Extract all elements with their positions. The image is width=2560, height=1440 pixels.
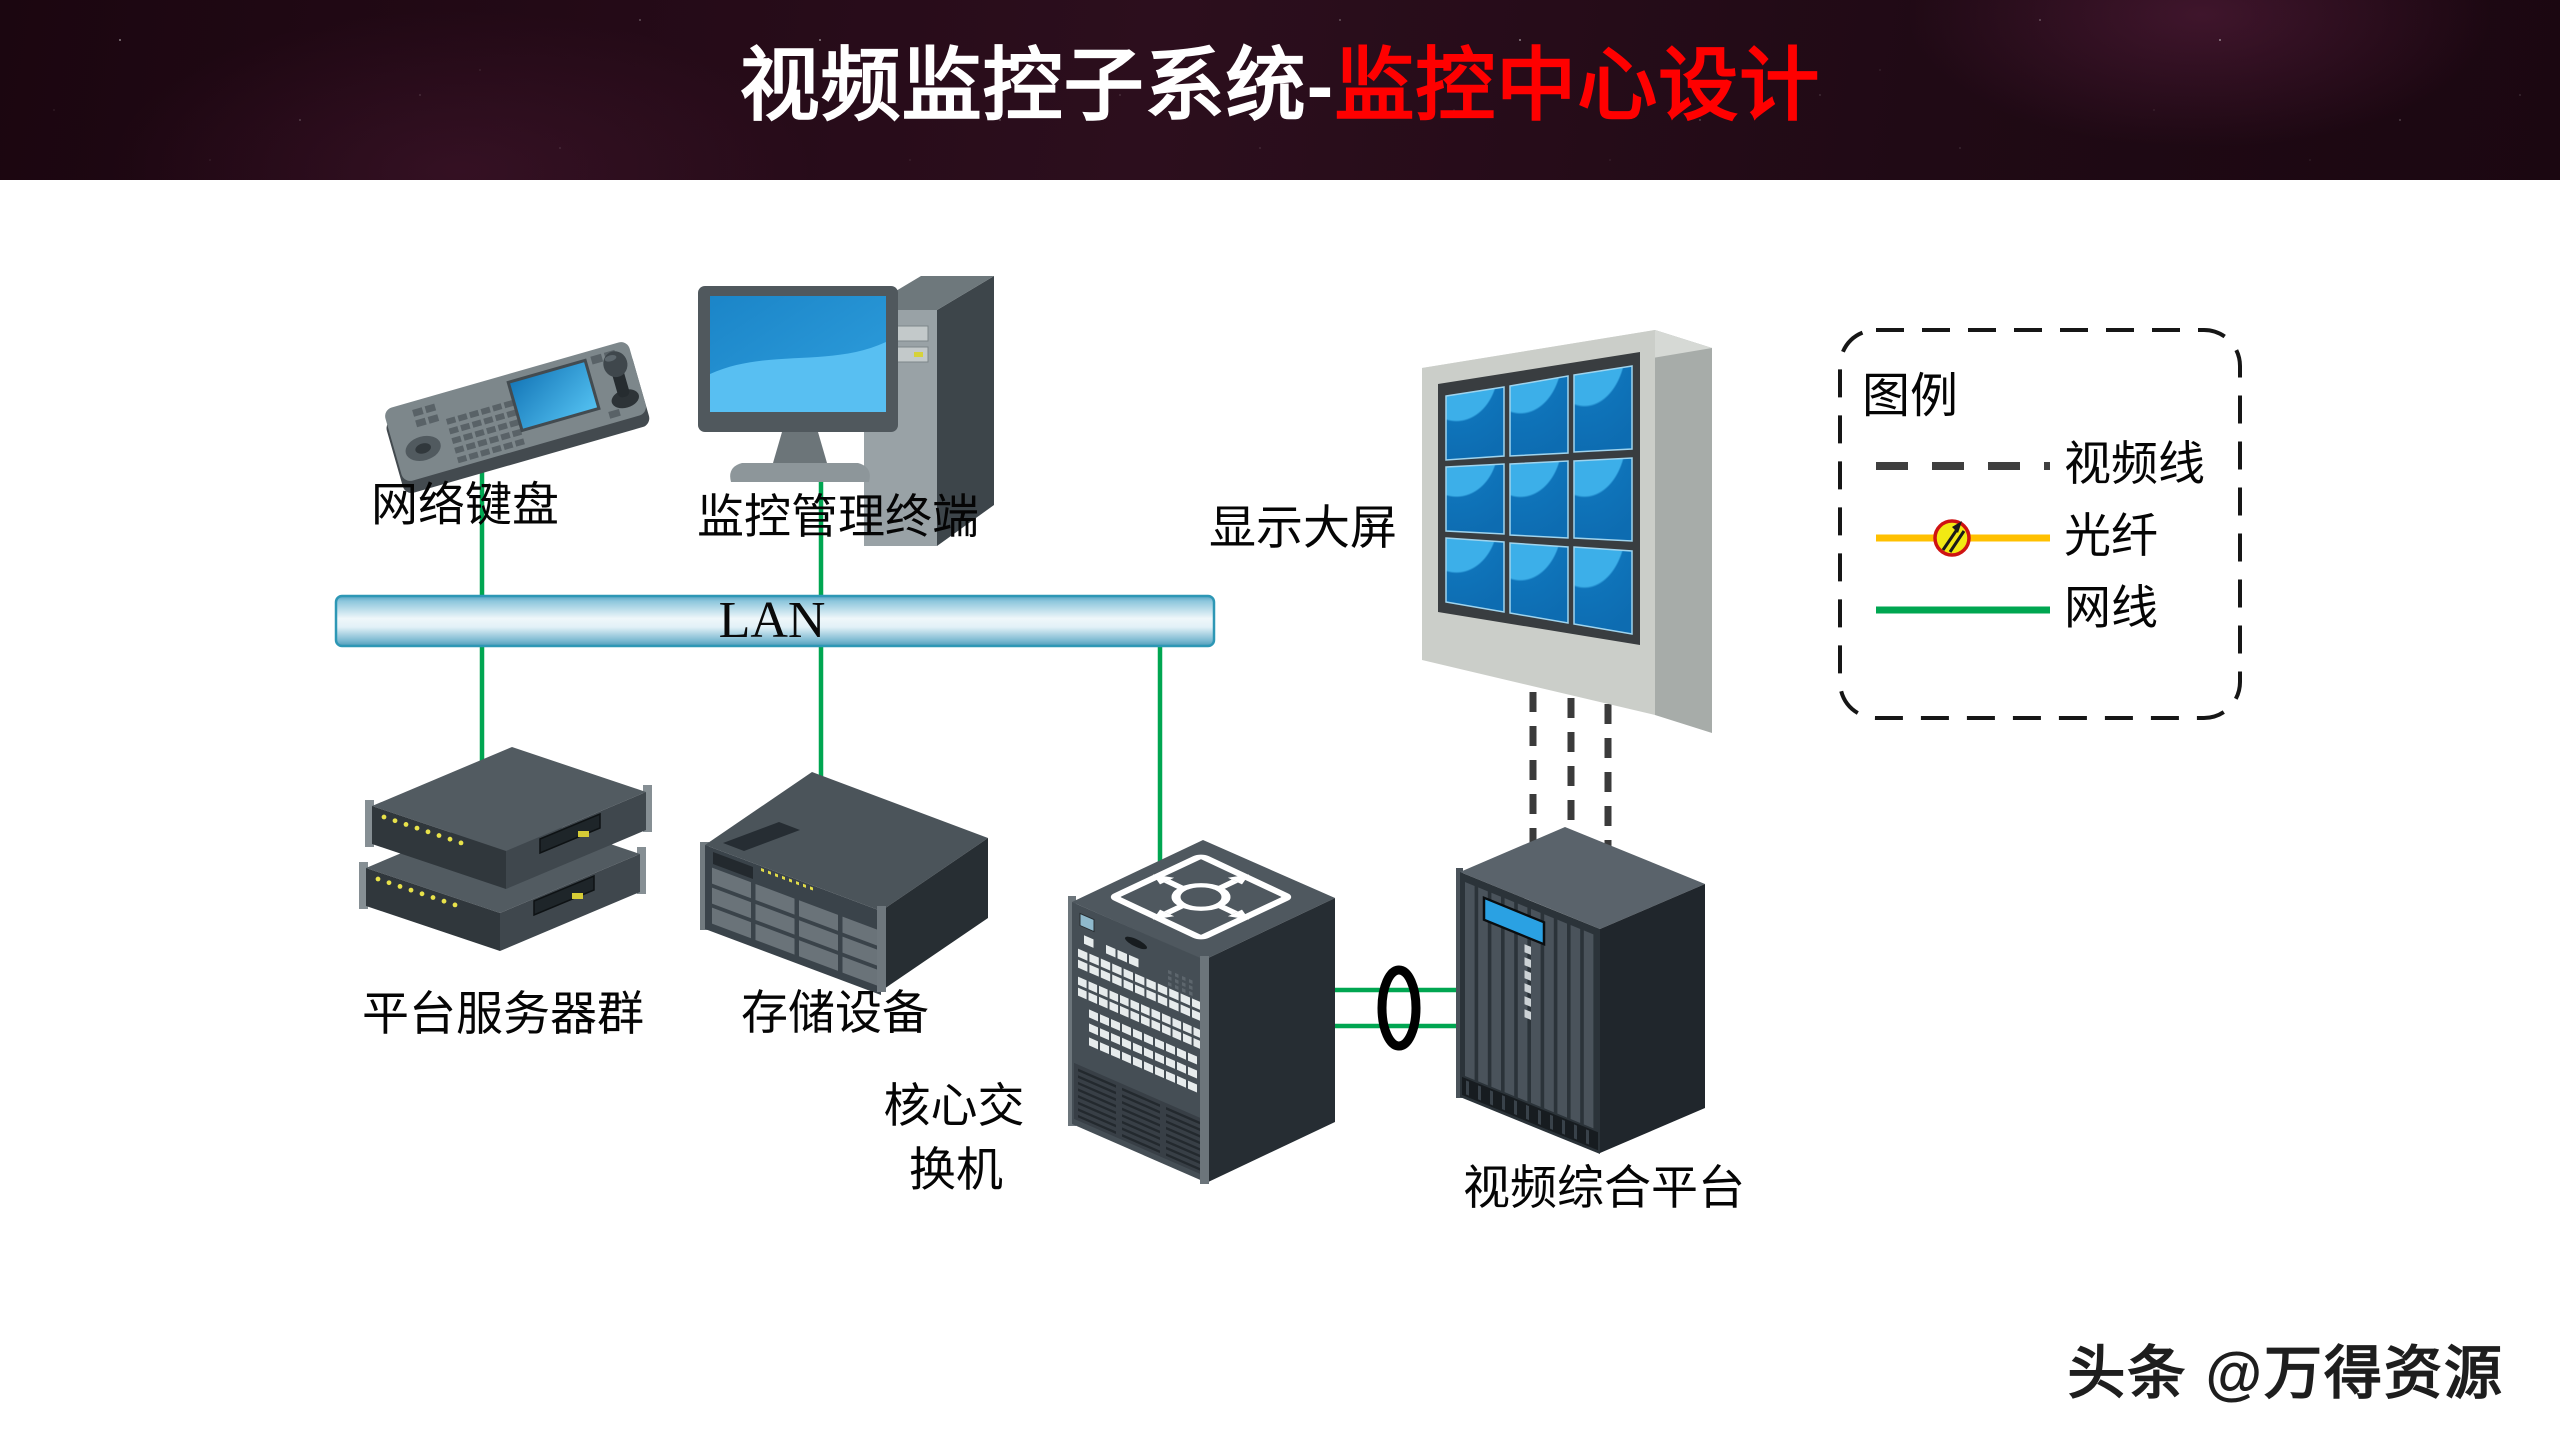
network-keyboard-icon <box>385 342 650 494</box>
management-terminal-icon <box>698 276 994 546</box>
wall-screen <box>1509 542 1569 624</box>
wall-screen <box>1509 460 1569 539</box>
wall-screens <box>1445 365 1633 635</box>
storage-label: 存储设备 <box>741 986 929 1039</box>
server-unit-upper <box>365 747 652 889</box>
legend-box <box>1838 328 2242 720</box>
legend: 图例 视频线 光纤 网线 <box>1838 328 2242 720</box>
watermark: 头条 @万得资源 <box>2067 1341 2504 1406</box>
keyboard-keys <box>445 399 525 464</box>
legend-video-line-label: 视频线 <box>2064 437 2205 490</box>
lan-bus: LAN <box>334 592 1216 649</box>
server-group-icon <box>359 747 652 951</box>
wall-screen <box>1573 365 1633 453</box>
core-switch-label-line1: 核心交 <box>884 1079 1025 1132</box>
storage-front <box>705 845 882 996</box>
title-accent: 监控中心设计 <box>1334 41 1821 130</box>
legend-title: 图例 <box>1862 370 1958 423</box>
page-title: 视频监控子系统-监控中心设计 <box>0 42 2560 130</box>
display-wall-label: 显示大屏 <box>1209 501 1397 554</box>
keyboard-label: 网络键盘 <box>371 478 559 531</box>
title-main: 视频监控子系统- <box>739 41 1335 130</box>
legend-network-label: 网线 <box>2064 581 2158 634</box>
terminal-label: 监控管理终端 <box>697 490 979 543</box>
wall-screen <box>1573 546 1633 635</box>
switch-glyph-icon <box>1110 854 1292 940</box>
core-switch-icon <box>1068 840 1335 1184</box>
wall-screen <box>1509 375 1569 457</box>
fiber-coupler-icon <box>1933 519 1971 557</box>
wall-screen <box>1445 386 1505 461</box>
core-switch-label-line2: 换机 <box>909 1143 1003 1196</box>
wall-screen <box>1445 537 1505 613</box>
wall-screen <box>1573 457 1633 542</box>
slide-header: 视频监控子系统-监控中心设计 <box>0 0 2560 180</box>
display-wall-icon <box>1422 330 1712 733</box>
platform-front <box>1460 872 1600 1155</box>
server-leds <box>375 876 458 908</box>
fiber-ring-icon <box>1377 965 1421 1051</box>
video-platform-icon <box>1456 827 1705 1155</box>
video-lines <box>1529 692 1612 854</box>
server-leds <box>381 814 464 846</box>
lan-label: LAN <box>719 592 826 649</box>
wall-screen <box>1445 463 1505 535</box>
servers-label: 平台服务器群 <box>362 987 644 1040</box>
video-platform-label: 视频综合平台 <box>1463 1161 1745 1214</box>
legend-fiber-label: 光纤 <box>2064 509 2158 562</box>
storage-device-icon <box>700 772 988 996</box>
network-lines <box>479 408 1463 1029</box>
switch-front <box>1072 902 1205 1182</box>
